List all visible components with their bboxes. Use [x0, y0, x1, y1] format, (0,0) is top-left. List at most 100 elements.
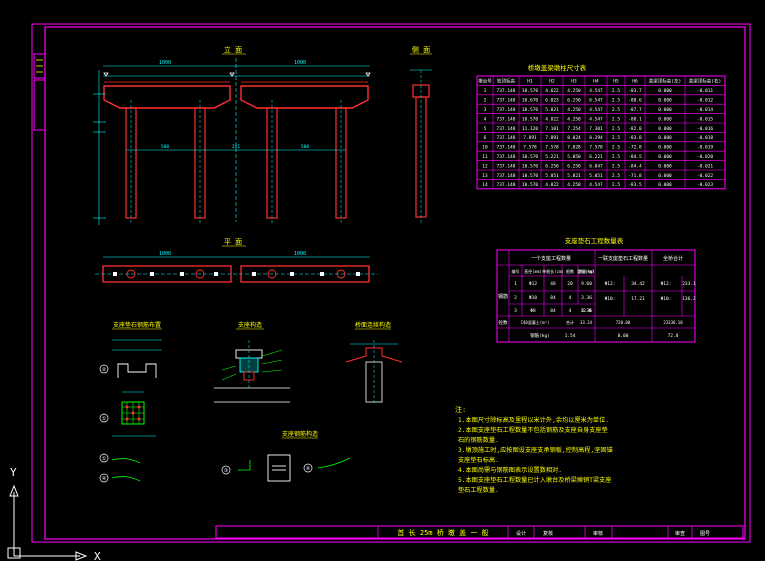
table1-cell: 737.148	[497, 135, 516, 141]
table1-cell: 737.148	[497, 88, 516, 94]
table1-cell: -0.012	[697, 98, 714, 104]
table2-subheader-cell: 重量(kg)	[577, 268, 595, 274]
table1-cell: 6.847	[589, 163, 603, 169]
table1-cell: 2.5	[612, 145, 620, 151]
table1-cell: 7.891	[523, 135, 537, 141]
table1-cell: 6.250	[567, 163, 581, 169]
ucs-icon	[7, 484, 88, 561]
dim-top-right: 1000	[294, 60, 306, 66]
table1-header-cell: H5	[613, 79, 619, 85]
table1-cell: 7.828	[567, 145, 581, 151]
table1-cell: 6.250	[545, 163, 559, 169]
table1-cell: 2.5	[612, 154, 620, 160]
table1-cell: 4.547	[589, 107, 603, 113]
title-block-item-4: 图号	[700, 531, 710, 537]
t2-total-d-label: Φ10:	[661, 296, 672, 302]
table1-cell: -88.6	[628, 98, 642, 104]
table1-cell: 0.000	[658, 116, 672, 122]
t2-col3: 全桥合计	[663, 255, 683, 262]
table1-cell: 737.148	[497, 145, 516, 151]
table1-header-cell: H6	[632, 79, 638, 85]
bearing-detail-title: 支座构造	[238, 321, 262, 329]
table2-cell: 9.60	[581, 281, 592, 287]
table1-cell: 5.221	[545, 154, 559, 160]
table1-header-cell: H2	[549, 79, 555, 85]
table2-cell: 4	[569, 308, 572, 314]
table1-header-cell: H1	[527, 79, 533, 85]
table2-cell: 48	[550, 281, 556, 287]
axis-x-label: X	[94, 550, 101, 561]
table1-cell: -0.018	[697, 135, 714, 141]
table1-cell: 2.5	[612, 163, 620, 169]
table1-cell: 2.5	[612, 135, 620, 141]
table1-cell: 13	[482, 173, 488, 179]
note-line: 5.本图支座垫石工程数量已计入墩台及桥梁摊销T梁支座	[458, 476, 612, 484]
table1-cell: -84.4	[628, 163, 642, 169]
table1-header-cell: 盖梁顶标高(左)	[649, 78, 681, 85]
table1-cell: -83.5	[628, 182, 642, 188]
table2-cell: 3.36	[581, 295, 592, 301]
cap-beam-right	[240, 85, 369, 109]
table1-cell: 7.578	[545, 145, 559, 151]
t2-col1: 一个支座工程数量	[531, 255, 571, 262]
table1-cell: 8.024	[567, 135, 581, 141]
title-block-name: 首 长 25m 桥 墩 盖 一 般	[397, 528, 488, 537]
table1-cell: 4.250	[567, 182, 581, 188]
table1-cell: 737.148	[497, 126, 516, 132]
table1-cell: 5.051	[589, 173, 603, 179]
table1-cell: 4.547	[589, 182, 603, 188]
notes-title: 注:	[455, 405, 466, 414]
t2-side-label: 钢筋	[498, 293, 508, 300]
table2-subheader-cell: 单根长(cm)	[542, 268, 564, 274]
table1-cell: 7.891	[545, 135, 559, 141]
table1-cell: 0.000	[658, 182, 672, 188]
table1-header-cell: 墩台号	[478, 78, 492, 85]
table1-cell: 0.000	[658, 107, 672, 113]
table1-cell: -84.5	[628, 154, 642, 160]
table1-cell: 10.570	[522, 173, 539, 179]
bearing-quantity-table: 一个支座工程数量 一联支座垫石工程数量 全桥合计 钢筋 编号直径(mm)单根长(…	[496, 249, 696, 343]
table1-cell: 2.5	[612, 88, 620, 94]
title-block-item-0: 设计	[516, 530, 526, 537]
table1-cell: 10.670	[522, 98, 539, 104]
t2-total-d-value: 136.2	[682, 296, 696, 302]
table1-cell: 4.250	[567, 88, 581, 94]
table1-cell: -83.0	[628, 135, 642, 141]
dim-span-mid: 500	[301, 144, 309, 150]
table1-cell: 0.000	[658, 145, 672, 151]
table1-cell: 10.570	[522, 88, 539, 94]
t2-last-1: 8.00	[618, 333, 629, 339]
notes-block: 1.本图尺寸除标高及里程以米计外,余均以厘米为单位.2.本图支座垫石工程数量不包…	[458, 416, 613, 494]
table2-cell: 4	[569, 295, 572, 301]
table1-cell: 737.148	[497, 163, 516, 169]
table1-cell: -0.022	[697, 173, 714, 179]
t2-concrete-0: C40混凝土(m³)	[521, 319, 550, 325]
table1-cell: 11.120	[522, 126, 539, 132]
table1-cell: 737.148	[497, 173, 516, 179]
t2-concrete-4: 23336.10	[663, 320, 683, 325]
t2-total-a-label: Φ12:	[605, 281, 616, 287]
t2-concrete-label: 砼数	[499, 319, 508, 326]
table1-cell: 12	[482, 163, 488, 169]
table2-cell: 3.36	[581, 308, 592, 314]
table1-cell: 2	[484, 98, 487, 104]
table2-cell: Φ12	[529, 281, 537, 287]
joint-detail-drawing	[345, 340, 403, 405]
table1-cell: 4.822	[545, 116, 559, 122]
table1-cell: -72.8	[628, 145, 642, 151]
table1-cell: -0.011	[697, 88, 714, 94]
table1-cell: 6	[484, 135, 487, 141]
table1-cell: 1	[484, 88, 487, 94]
side-tab-1	[33, 53, 46, 79]
dim-top-left: 1000	[159, 60, 171, 66]
bearing-detail-drawing	[214, 340, 290, 403]
cap-beam-left	[103, 85, 231, 109]
table1-cell: -0.014	[697, 107, 714, 113]
title-block-item-3: 审查	[675, 530, 685, 537]
table1-cell: 2.5	[612, 116, 620, 122]
joint-detail-title: 桥面连续构造	[355, 321, 391, 329]
inner-frame	[44, 26, 746, 540]
table2-cell: 2	[514, 295, 517, 301]
t2-total-c-value: 233.1	[682, 281, 696, 287]
